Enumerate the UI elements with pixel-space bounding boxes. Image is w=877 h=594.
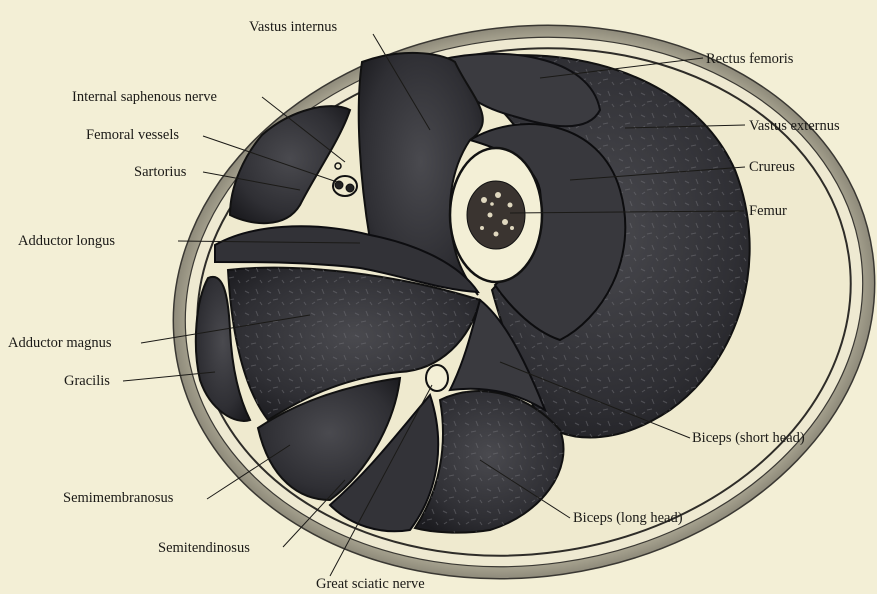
label-rectus-femoris: Rectus femoris: [706, 51, 793, 67]
label-crureus: Crureus: [749, 159, 795, 175]
label-adductor-longus: Adductor longus: [18, 233, 115, 249]
label-semitendinosus: Semitendinosus: [158, 540, 250, 556]
label-femoral-vessels: Femoral vessels: [86, 127, 179, 143]
label-biceps-short-head: Biceps (short head): [692, 430, 805, 446]
label-gracilis: Gracilis: [64, 373, 110, 389]
label-femur: Femur: [749, 203, 787, 219]
label-adductor-magnus: Adductor magnus: [8, 335, 112, 351]
label-sartorius: Sartorius: [134, 164, 186, 180]
label-semimembranosus: Semimembranosus: [63, 490, 173, 506]
femur-bone: [450, 148, 542, 282]
label-biceps-long-head: Biceps (long head): [573, 510, 683, 526]
label-vastus-internus: Vastus internus: [249, 19, 337, 35]
label-internal-saphenous-nerve: Internal saphenous nerve: [72, 89, 217, 105]
label-vastus-externus: Vastus externus: [749, 118, 840, 134]
sciatic-nerve: [426, 365, 448, 391]
label-great-sciatic-nerve: Great sciatic nerve: [316, 576, 425, 592]
